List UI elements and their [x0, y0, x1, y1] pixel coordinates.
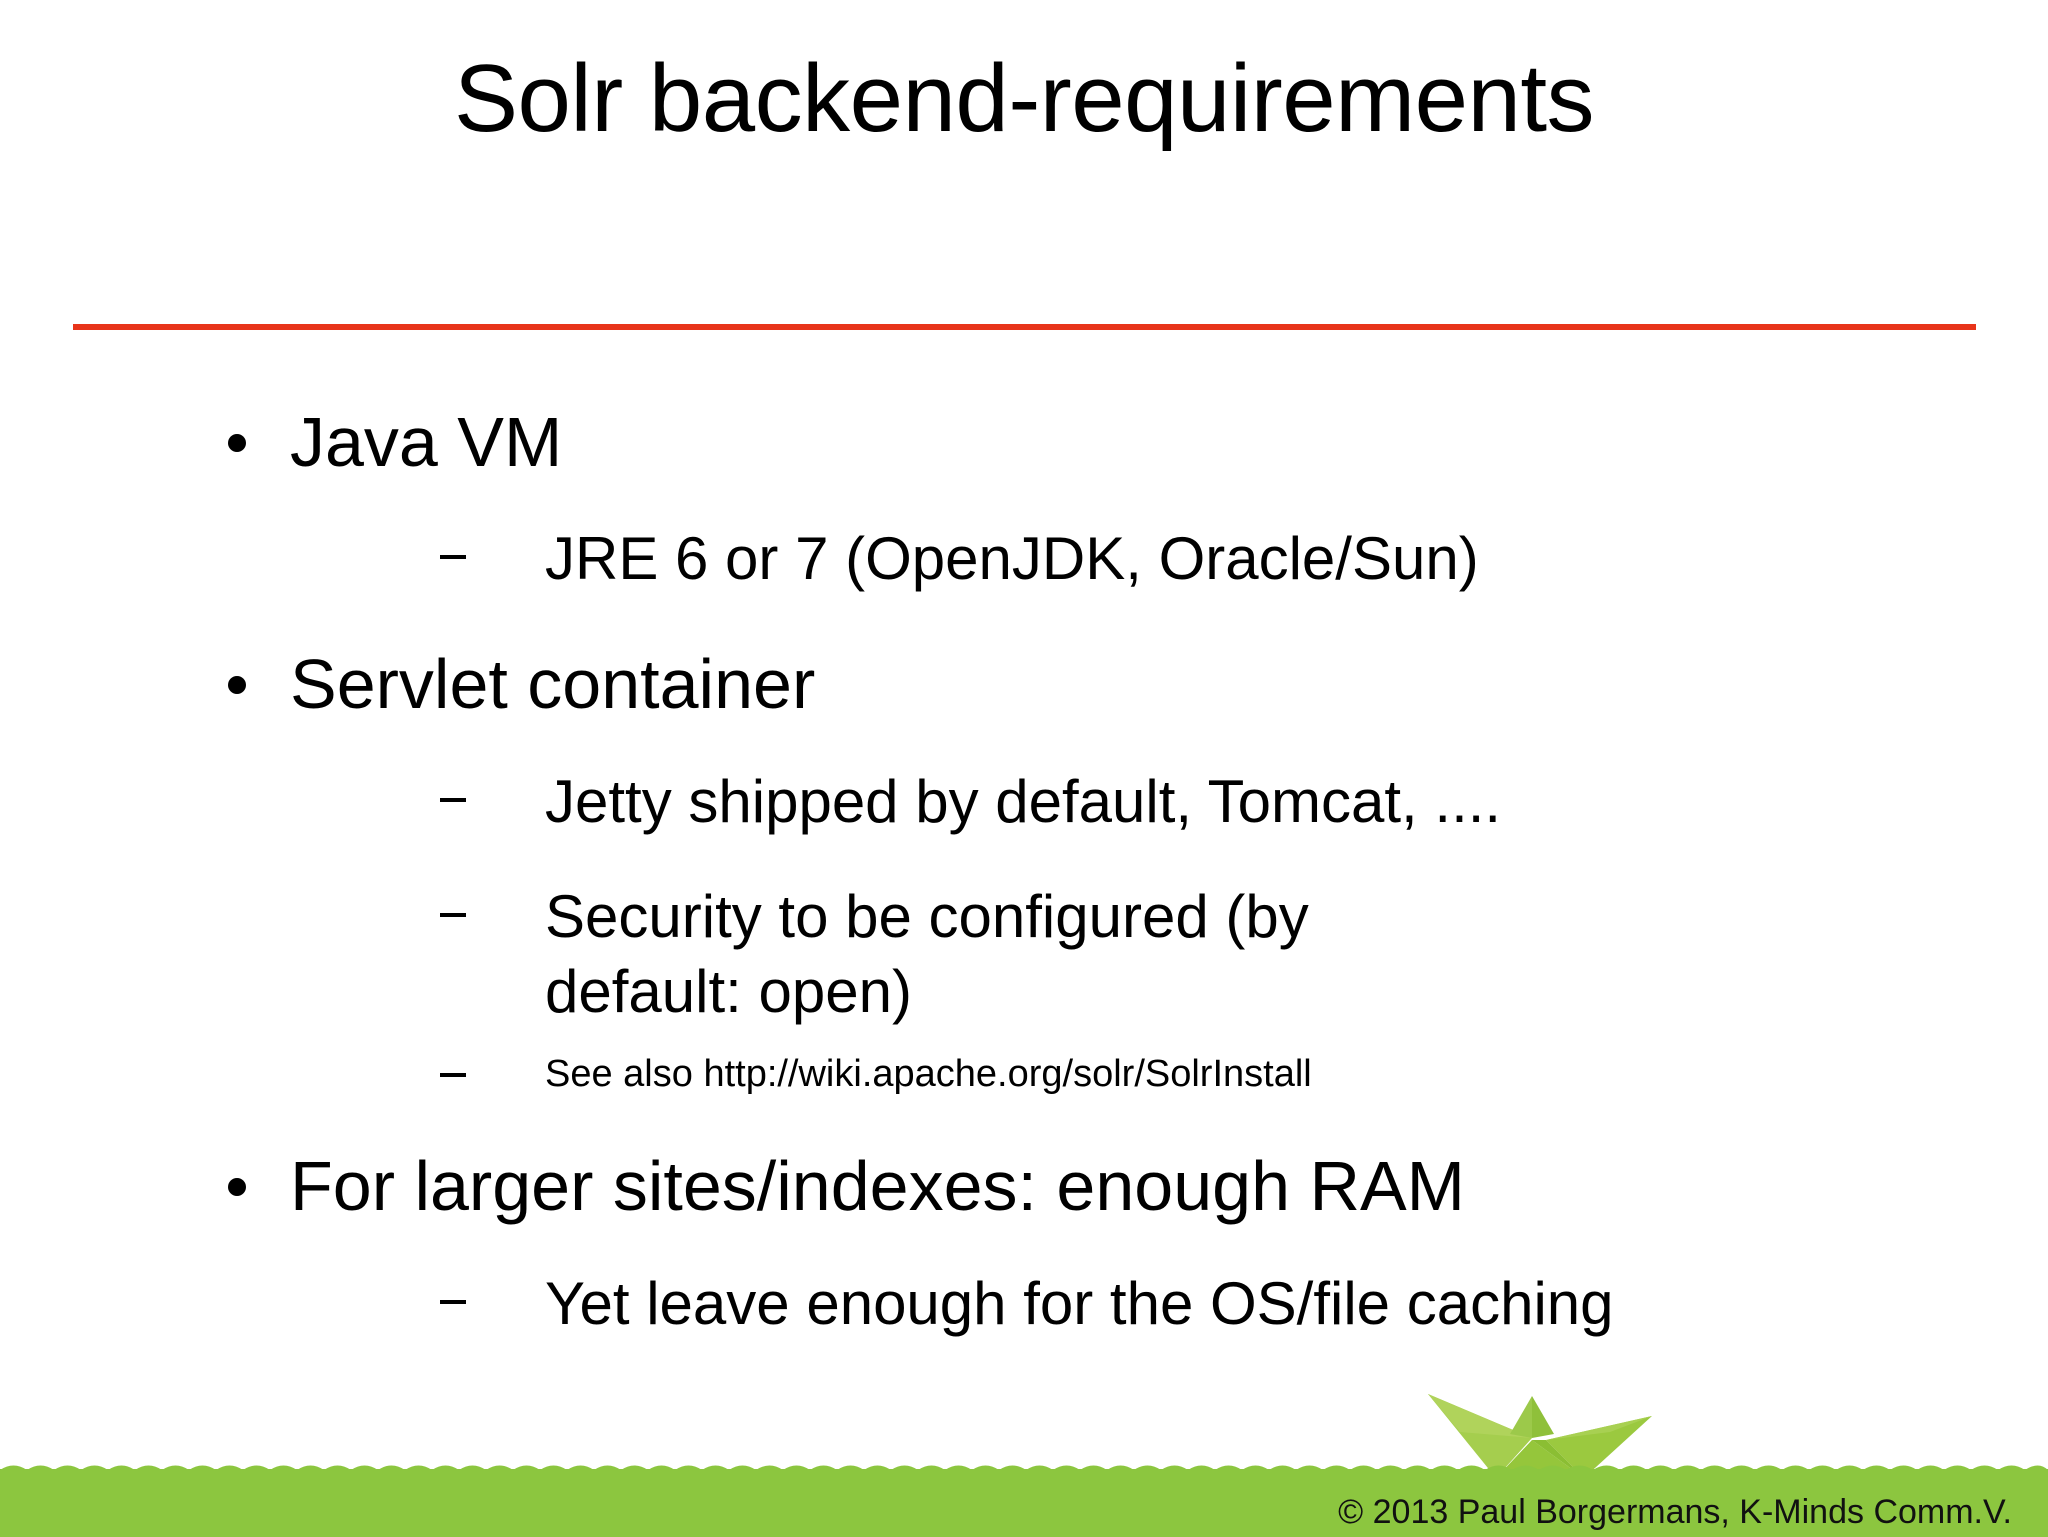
list-item: Servlet container	[0, 642, 2048, 727]
disc-bullet-icon	[228, 676, 246, 695]
list-item: JRE 6 or 7 (OpenJDK, Oracle/Sun)	[0, 521, 2048, 596]
paper-boat-logo-icon	[1424, 1382, 1656, 1478]
disc-bullet-icon	[228, 434, 246, 452]
dash-bullet-icon	[440, 555, 466, 560]
dash-bullet-icon	[440, 1299, 466, 1304]
list-item-label: Yet leave enough for the OS/file caching	[545, 1269, 1614, 1337]
page-title: Solr backend-requirements	[453, 45, 1595, 152]
list-item: Security to be configured (by default: o…	[0, 879, 2048, 1029]
dash-bullet-icon	[440, 912, 466, 917]
list-item-label: Jetty shipped by default, Tomcat, ....	[545, 767, 1502, 835]
list-item-label: Security to be configured (by default: o…	[545, 882, 1309, 1025]
disc-bullet-icon	[228, 1178, 246, 1197]
bullet-list: Java VM JRE 6 or 7 (OpenJDK, Oracle/Sun)…	[0, 400, 2048, 1355]
copyright-text: © 2013 Paul Borgermans, K-Minds Comm.V.	[1338, 1492, 2012, 1531]
list-item-label: JRE 6 or 7 (OpenJDK, Oracle/Sun)	[545, 525, 1479, 593]
list-item-label: Servlet container	[290, 645, 816, 724]
list-item: For larger sites/indexes: enough RAM	[0, 1144, 2048, 1229]
list-item: Jetty shipped by default, Tomcat, ....	[0, 764, 2048, 839]
list-item: Java VM	[0, 400, 2048, 485]
dash-bullet-icon	[440, 797, 466, 802]
footer-band	[0, 1469, 2048, 1537]
list-item-label: Java VM	[290, 403, 563, 481]
dash-bullet-icon	[440, 1072, 466, 1077]
list-item: See also http://wiki.apache.org/solr/Sol…	[0, 1051, 2048, 1099]
list-item: Yet leave enough for the OS/file caching	[0, 1266, 2048, 1341]
title-divider-rule	[73, 324, 1976, 330]
list-item-label: See also http://wiki.apache.org/solr/Sol…	[545, 1052, 1312, 1095]
list-item-label: For larger sites/indexes: enough RAM	[290, 1147, 1465, 1226]
